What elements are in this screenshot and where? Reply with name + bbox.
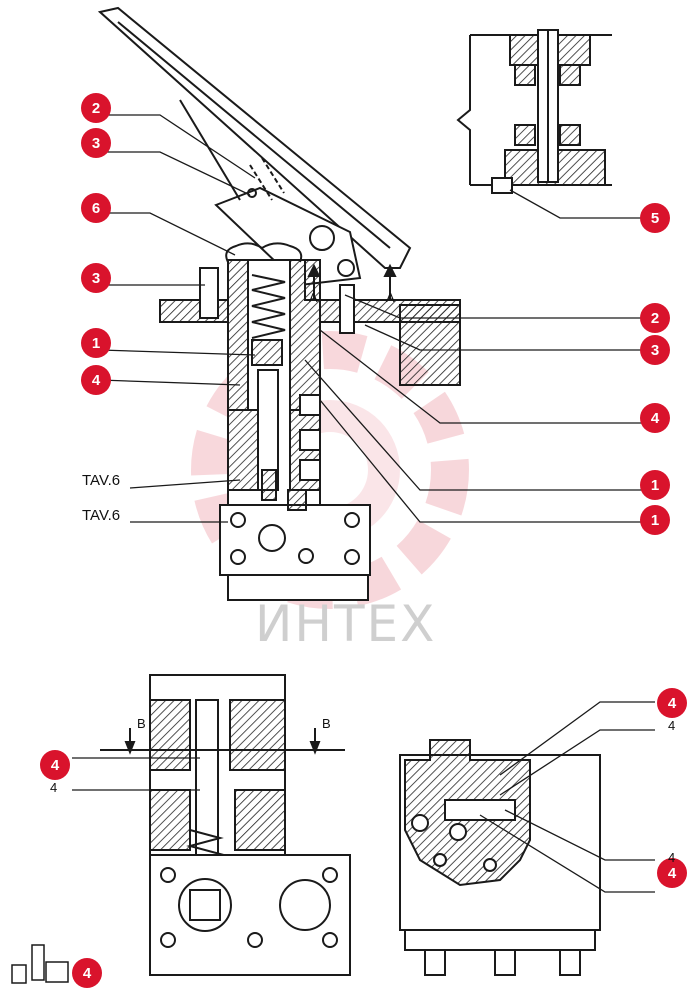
callout-6: 6	[81, 193, 111, 223]
leader-lines	[72, 114, 655, 893]
valve-body-top	[159, 242, 461, 601]
parts-icon	[11, 944, 69, 984]
callout-4-right: 4	[640, 403, 670, 433]
section-b-right: B	[322, 716, 331, 731]
callout-4-bottom-right-bottom: 4	[657, 858, 687, 888]
section-a-right: A	[386, 290, 395, 305]
callout-1-left: 1	[81, 328, 111, 358]
section-a-left: A	[309, 290, 318, 305]
callout-3-left: 3	[81, 263, 111, 293]
callout-5: 5	[640, 203, 670, 233]
pedal-lever	[97, 6, 412, 287]
detail-top-right	[456, 29, 612, 194]
small-4-bottom-right-top: 4	[668, 718, 676, 733]
callout-2-top: 2	[81, 93, 111, 123]
callout-2-right: 2	[640, 303, 670, 333]
callout-4-bottom-left: 4	[40, 750, 70, 780]
watermark: ИНТЕХ	[255, 595, 437, 653]
callout-3-right: 3	[640, 335, 670, 365]
callout-3-top: 3	[81, 128, 111, 158]
callout-4-bottom-right-top: 4	[657, 688, 687, 718]
callout-4-corner: 4	[72, 958, 102, 988]
small-4-bottom-right-bottom: 4	[668, 850, 676, 865]
section-b-left: B	[137, 716, 146, 731]
tav-label-a: TAV.6	[82, 472, 121, 489]
section-detail-right	[399, 739, 601, 976]
callout-4-left: 4	[81, 365, 111, 395]
tav-label-b: TAV.6	[82, 507, 121, 524]
callout-1-right-a: 1	[640, 470, 670, 500]
small-4-bottom-left: 4	[50, 780, 58, 795]
callout-1-right-b: 1	[640, 505, 670, 535]
